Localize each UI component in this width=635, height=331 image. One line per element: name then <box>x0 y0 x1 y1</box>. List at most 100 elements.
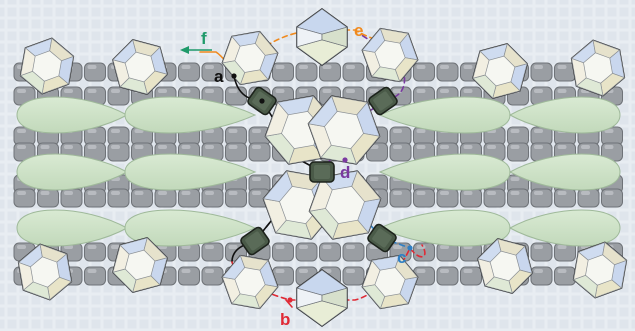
seed-bead-highlight <box>440 191 449 195</box>
thread-end-dot <box>259 98 264 103</box>
seed-bead-highlight <box>417 129 426 133</box>
seed-bead-highlight <box>417 191 426 195</box>
seed-bead-highlight <box>182 145 191 149</box>
seed-bead-highlight <box>111 89 120 93</box>
seed-bead-highlight <box>393 191 402 195</box>
seed-bead-highlight <box>417 245 426 249</box>
seed-bead-highlight <box>464 191 473 195</box>
seed-bead-highlight <box>158 145 167 149</box>
seed-bead-highlight <box>88 89 97 93</box>
seed-bead-highlight <box>464 269 473 273</box>
seed-bead-highlight <box>17 245 26 249</box>
seed-bead-highlight <box>534 191 543 195</box>
seed-bead-highlight <box>440 145 449 149</box>
seed-bead-highlight <box>88 145 97 149</box>
seed-bead-highlight <box>88 129 97 133</box>
seed-bead-highlight <box>252 129 261 133</box>
seed-bead-highlight <box>346 65 355 69</box>
seed-bead-highlight <box>229 245 238 249</box>
seed-bead-highlight <box>464 65 473 69</box>
seed-bead-highlight <box>276 65 285 69</box>
seed-bead-highlight <box>346 269 355 273</box>
seed-bead-highlight <box>182 269 191 273</box>
thread-end-dot <box>287 297 292 302</box>
seed-bead-highlight <box>299 65 308 69</box>
cube-bead-icon <box>310 162 334 182</box>
seed-bead-highlight <box>511 129 520 133</box>
seed-bead-highlight <box>558 89 567 93</box>
seed-bead-highlight <box>346 89 355 93</box>
seed-bead-highlight <box>64 89 73 93</box>
label-d: d <box>340 163 350 182</box>
seed-bead-highlight <box>417 145 426 149</box>
label-c: c <box>397 248 406 267</box>
seed-bead-highlight <box>393 129 402 133</box>
seed-bead-highlight <box>88 191 97 195</box>
cube-face <box>314 165 330 179</box>
seed-bead-highlight <box>276 89 285 93</box>
seed-bead-highlight <box>111 191 120 195</box>
seed-bead-highlight <box>558 65 567 69</box>
seed-bead-highlight <box>158 191 167 195</box>
seed-bead-highlight <box>205 191 214 195</box>
seed-bead-highlight <box>229 89 238 93</box>
seed-bead-highlight <box>511 191 520 195</box>
seed-bead-highlight <box>229 129 238 133</box>
seed-bead-highlight <box>605 191 614 195</box>
seed-bead-highlight <box>346 245 355 249</box>
seed-bead-highlight <box>229 191 238 195</box>
seed-bead-highlight <box>252 177 261 181</box>
seed-bead-highlight <box>299 89 308 93</box>
seed-bead-highlight <box>229 145 238 149</box>
seed-bead-highlight <box>393 145 402 149</box>
seed-bead-highlight <box>205 65 214 69</box>
seed-bead-highlight <box>534 145 543 149</box>
seed-bead-highlight <box>205 89 214 93</box>
label-f: f <box>201 29 207 48</box>
seed-bead-highlight <box>111 145 120 149</box>
seed-bead-highlight <box>558 145 567 149</box>
seed-bead-highlight <box>64 145 73 149</box>
seed-bead-highlight <box>534 129 543 133</box>
seed-bead-highlight <box>417 89 426 93</box>
seed-bead-highlight <box>17 129 26 133</box>
seed-bead-highlight <box>370 177 379 181</box>
seed-bead-highlight <box>276 269 285 273</box>
seed-bead-highlight <box>135 191 144 195</box>
seed-bead-highlight <box>158 89 167 93</box>
thread-end-dot <box>231 73 236 78</box>
seed-bead-highlight <box>534 269 543 273</box>
seed-bead-highlight <box>534 65 543 69</box>
seed-bead-highlight <box>64 191 73 195</box>
seed-bead-highlight <box>252 191 261 195</box>
seed-bead-highlight <box>558 191 567 195</box>
seed-bead-highlight <box>182 65 191 69</box>
seed-bead-highlight <box>205 269 214 273</box>
label-a: a <box>214 67 224 86</box>
seed-bead-highlight <box>464 89 473 93</box>
seed-bead-highlight <box>88 269 97 273</box>
label-b: b <box>280 310 290 329</box>
seed-bead-highlight <box>558 245 567 249</box>
seed-bead-highlight <box>323 89 332 93</box>
seed-bead-highlight <box>182 191 191 195</box>
seed-bead-highlight <box>205 145 214 149</box>
seed-bead-highlight <box>135 145 144 149</box>
seed-bead-highlight <box>534 245 543 249</box>
seed-bead-highlight <box>182 89 191 93</box>
seed-bead-highlight <box>417 269 426 273</box>
seed-bead-highlight <box>41 191 50 195</box>
seed-bead-highlight <box>417 65 426 69</box>
seed-bead-highlight <box>252 145 261 149</box>
seed-bead-highlight <box>487 145 496 149</box>
seed-bead-highlight <box>205 245 214 249</box>
seed-bead-highlight <box>276 245 285 249</box>
label-e: e <box>354 21 363 40</box>
seed-bead-highlight <box>88 245 97 249</box>
thread-end-dot <box>342 157 347 162</box>
seed-bead-highlight <box>558 269 567 273</box>
seed-bead-highlight <box>511 177 520 181</box>
seed-bead-highlight <box>323 245 332 249</box>
